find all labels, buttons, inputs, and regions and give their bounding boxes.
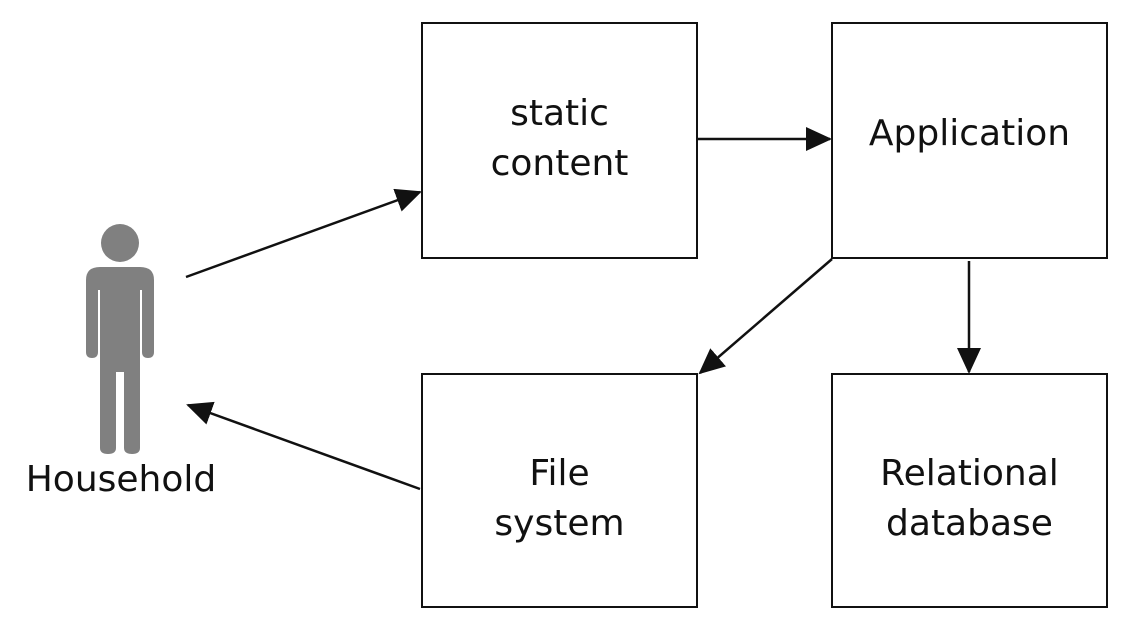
- person-figure-shape: [86, 224, 154, 454]
- file-system-label: File system: [494, 452, 625, 544]
- application-box: Application: [831, 22, 1108, 259]
- relational-database-box: Relational database: [831, 373, 1108, 608]
- static-content-box: static content: [421, 22, 698, 259]
- person-icon: [86, 224, 154, 454]
- arrow-file-system-to-household: [186, 401, 421, 491]
- static-content-label: static content: [490, 92, 629, 184]
- arrow-application-to-file-system: [698, 258, 833, 375]
- arrow-household-to-static-content: [185, 188, 422, 279]
- file-system-box: File system: [421, 373, 698, 608]
- application-label: Application: [868, 112, 1071, 154]
- actor-label: Household: [25, 459, 217, 500]
- relational-database-label: Relational database: [880, 452, 1059, 544]
